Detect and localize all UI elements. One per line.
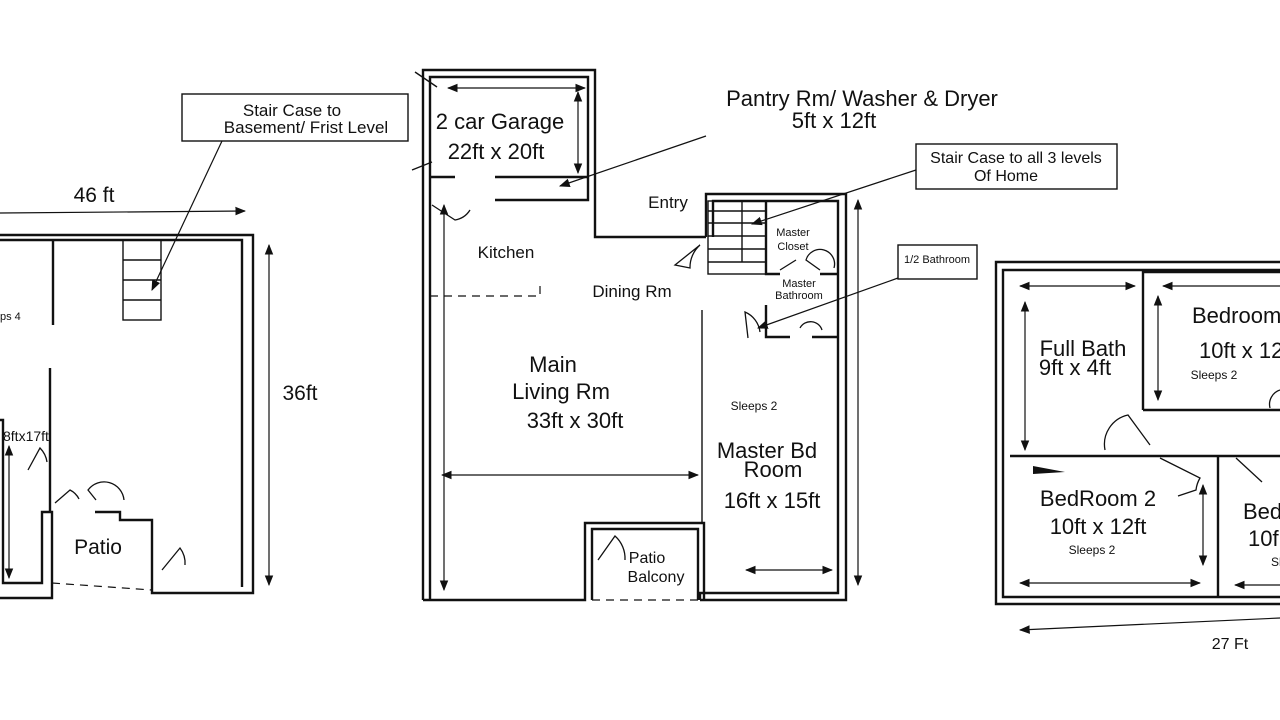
right-total-width-dimension: [1018, 617, 1280, 634]
bedroom1-wall: [1143, 270, 1280, 412]
bedroom1-size: 10ft x 12: [1199, 338, 1280, 363]
patio-balcony-line1: Patio: [629, 550, 666, 567]
bedroom3-sleeps: Sl: [1271, 555, 1280, 569]
left-patio-label: Patio: [74, 536, 122, 559]
left-height-label: 36ft: [282, 382, 317, 405]
left-stair-leader: [151, 140, 223, 291]
right-outer-wall: [994, 260, 1280, 606]
master-closet-line1: Master: [776, 227, 810, 239]
right-floor-plan: 27 Ft Full Bath 9ft x 4ft Bedroom 10ft x…: [994, 260, 1280, 653]
kitchen-counter-dashed: [430, 286, 541, 297]
left-room-wall: [0, 418, 54, 600]
master-bd-line1: Master Bd: [717, 438, 817, 463]
garage-name: 2 car Garage: [436, 109, 564, 134]
garage-door-swing: [431, 204, 471, 221]
stair-callout-line2: Of Home: [974, 168, 1038, 185]
right-inner-wall: [1001, 268, 1280, 599]
bedroom3-size: 10f: [1248, 526, 1279, 551]
half-bath-label: 1/2 Bathroom: [904, 254, 970, 266]
left-door-swing-1: [27, 446, 48, 471]
entry-door-swing: [673, 244, 701, 269]
bedroom1-door-swing: [1268, 389, 1280, 409]
full-bath-name: Full Bath: [1040, 336, 1127, 361]
master-bathroom-line1: Master: [782, 278, 816, 290]
balcony-inner-wall: [590, 527, 700, 600]
left-room-size: 8ftx17ft: [3, 428, 49, 444]
left-stair-callout-line1: Stair Case to: [243, 101, 341, 120]
bath-fixture: [1033, 466, 1065, 474]
middle-right-wall: [700, 192, 848, 602]
stair-callout-box: [915, 143, 1118, 190]
pantry-size: 5ft x 12ft: [792, 108, 876, 133]
bathroom-wall: [764, 305, 790, 339]
right-width-label: 27 Ft: [1212, 636, 1249, 653]
left-inner-wall: [0, 238, 244, 587]
bedroom3-name: Bed: [1243, 499, 1280, 524]
left-width-dimension: [0, 206, 247, 216]
master-closet-wall: [764, 201, 780, 276]
master-bathroom-line2: Bathroom: [775, 290, 823, 302]
master-bd-size: 16ft x 15ft: [724, 488, 821, 513]
left-width-label: 46 ft: [74, 184, 115, 207]
left-door-swing-3: [87, 481, 125, 501]
left-stair-callout-line2: Basement/ Frist Level: [224, 118, 388, 137]
bedroom3-door-swing: [1235, 457, 1263, 483]
half-bath-callout-box: [897, 244, 978, 280]
middle-staircase: [707, 200, 767, 275]
middle-inner-wall: [428, 75, 590, 600]
middle-outer-wall: [421, 68, 706, 600]
pantry-name: Pantry Rm/ Washer & Dryer: [726, 86, 998, 111]
kitchen-label: Kitchen: [478, 243, 535, 262]
bedroom1-sleeps: Sleeps 2: [1191, 368, 1238, 382]
bedroom2-size: 10ft x 12ft: [1050, 514, 1147, 539]
left-door-swing-2: [54, 489, 80, 504]
living-line1: Main: [529, 352, 577, 377]
pantry-leader: [558, 135, 707, 187]
middle-floor-plan: Pantry Rm/ Washer & Dryer 5ft x 12ft Sta…: [411, 68, 1118, 602]
bedroom2-door-swing: [1159, 457, 1201, 497]
bath2-door-swing: [799, 321, 823, 331]
half-bath-leader: [756, 277, 899, 329]
garage-wall-tick: [411, 161, 433, 171]
bedroom1-name: Bedroom: [1192, 303, 1280, 328]
living-size: 33ft x 30ft: [527, 408, 624, 433]
left-door-swing-4: [161, 546, 186, 571]
master-closet-line2: Closet: [777, 241, 808, 253]
garage-corner-tick: [414, 71, 438, 88]
bedroom2-sleeps: Sleeps 2: [1069, 543, 1116, 557]
bedroom2-name: BedRoom 2: [1040, 486, 1156, 511]
dining-label: Dining Rm: [592, 282, 671, 301]
closet-door-swing: [779, 248, 836, 271]
full-bath-size: 9ft x 4ft: [1039, 355, 1111, 380]
master-sleeps: Sleeps 2: [731, 399, 778, 413]
middle-bottom-wall: [423, 521, 706, 602]
garage-size: 22ft x 20ft: [448, 139, 545, 164]
left-patio-dashed-edge: [51, 582, 153, 591]
left-floor-plan: Stair Case to Basement/ Frist Level 46 f…: [0, 93, 409, 600]
entry-label: Entry: [648, 193, 688, 212]
stair-callout-line1: Stair Case to all 3 levels: [930, 150, 1102, 167]
left-patio-wall: [95, 510, 154, 587]
bath-door-swing: [744, 310, 761, 339]
left-stair-callout-box: [181, 93, 409, 142]
middle-right-inner-wall: [698, 199, 840, 600]
stair-callout-leader: [750, 169, 917, 226]
left-outer-wall: [0, 233, 255, 595]
left-room-partial-label: ps 4: [0, 311, 21, 323]
patio-balcony-line2: Balcony: [628, 569, 685, 586]
living-line2: Living Rm: [512, 379, 610, 404]
full-bath-door-swing: [1103, 414, 1151, 451]
balcony-door-swing: [597, 535, 626, 561]
master-bd-line2: Room: [744, 457, 803, 482]
left-staircase: [122, 239, 162, 321]
